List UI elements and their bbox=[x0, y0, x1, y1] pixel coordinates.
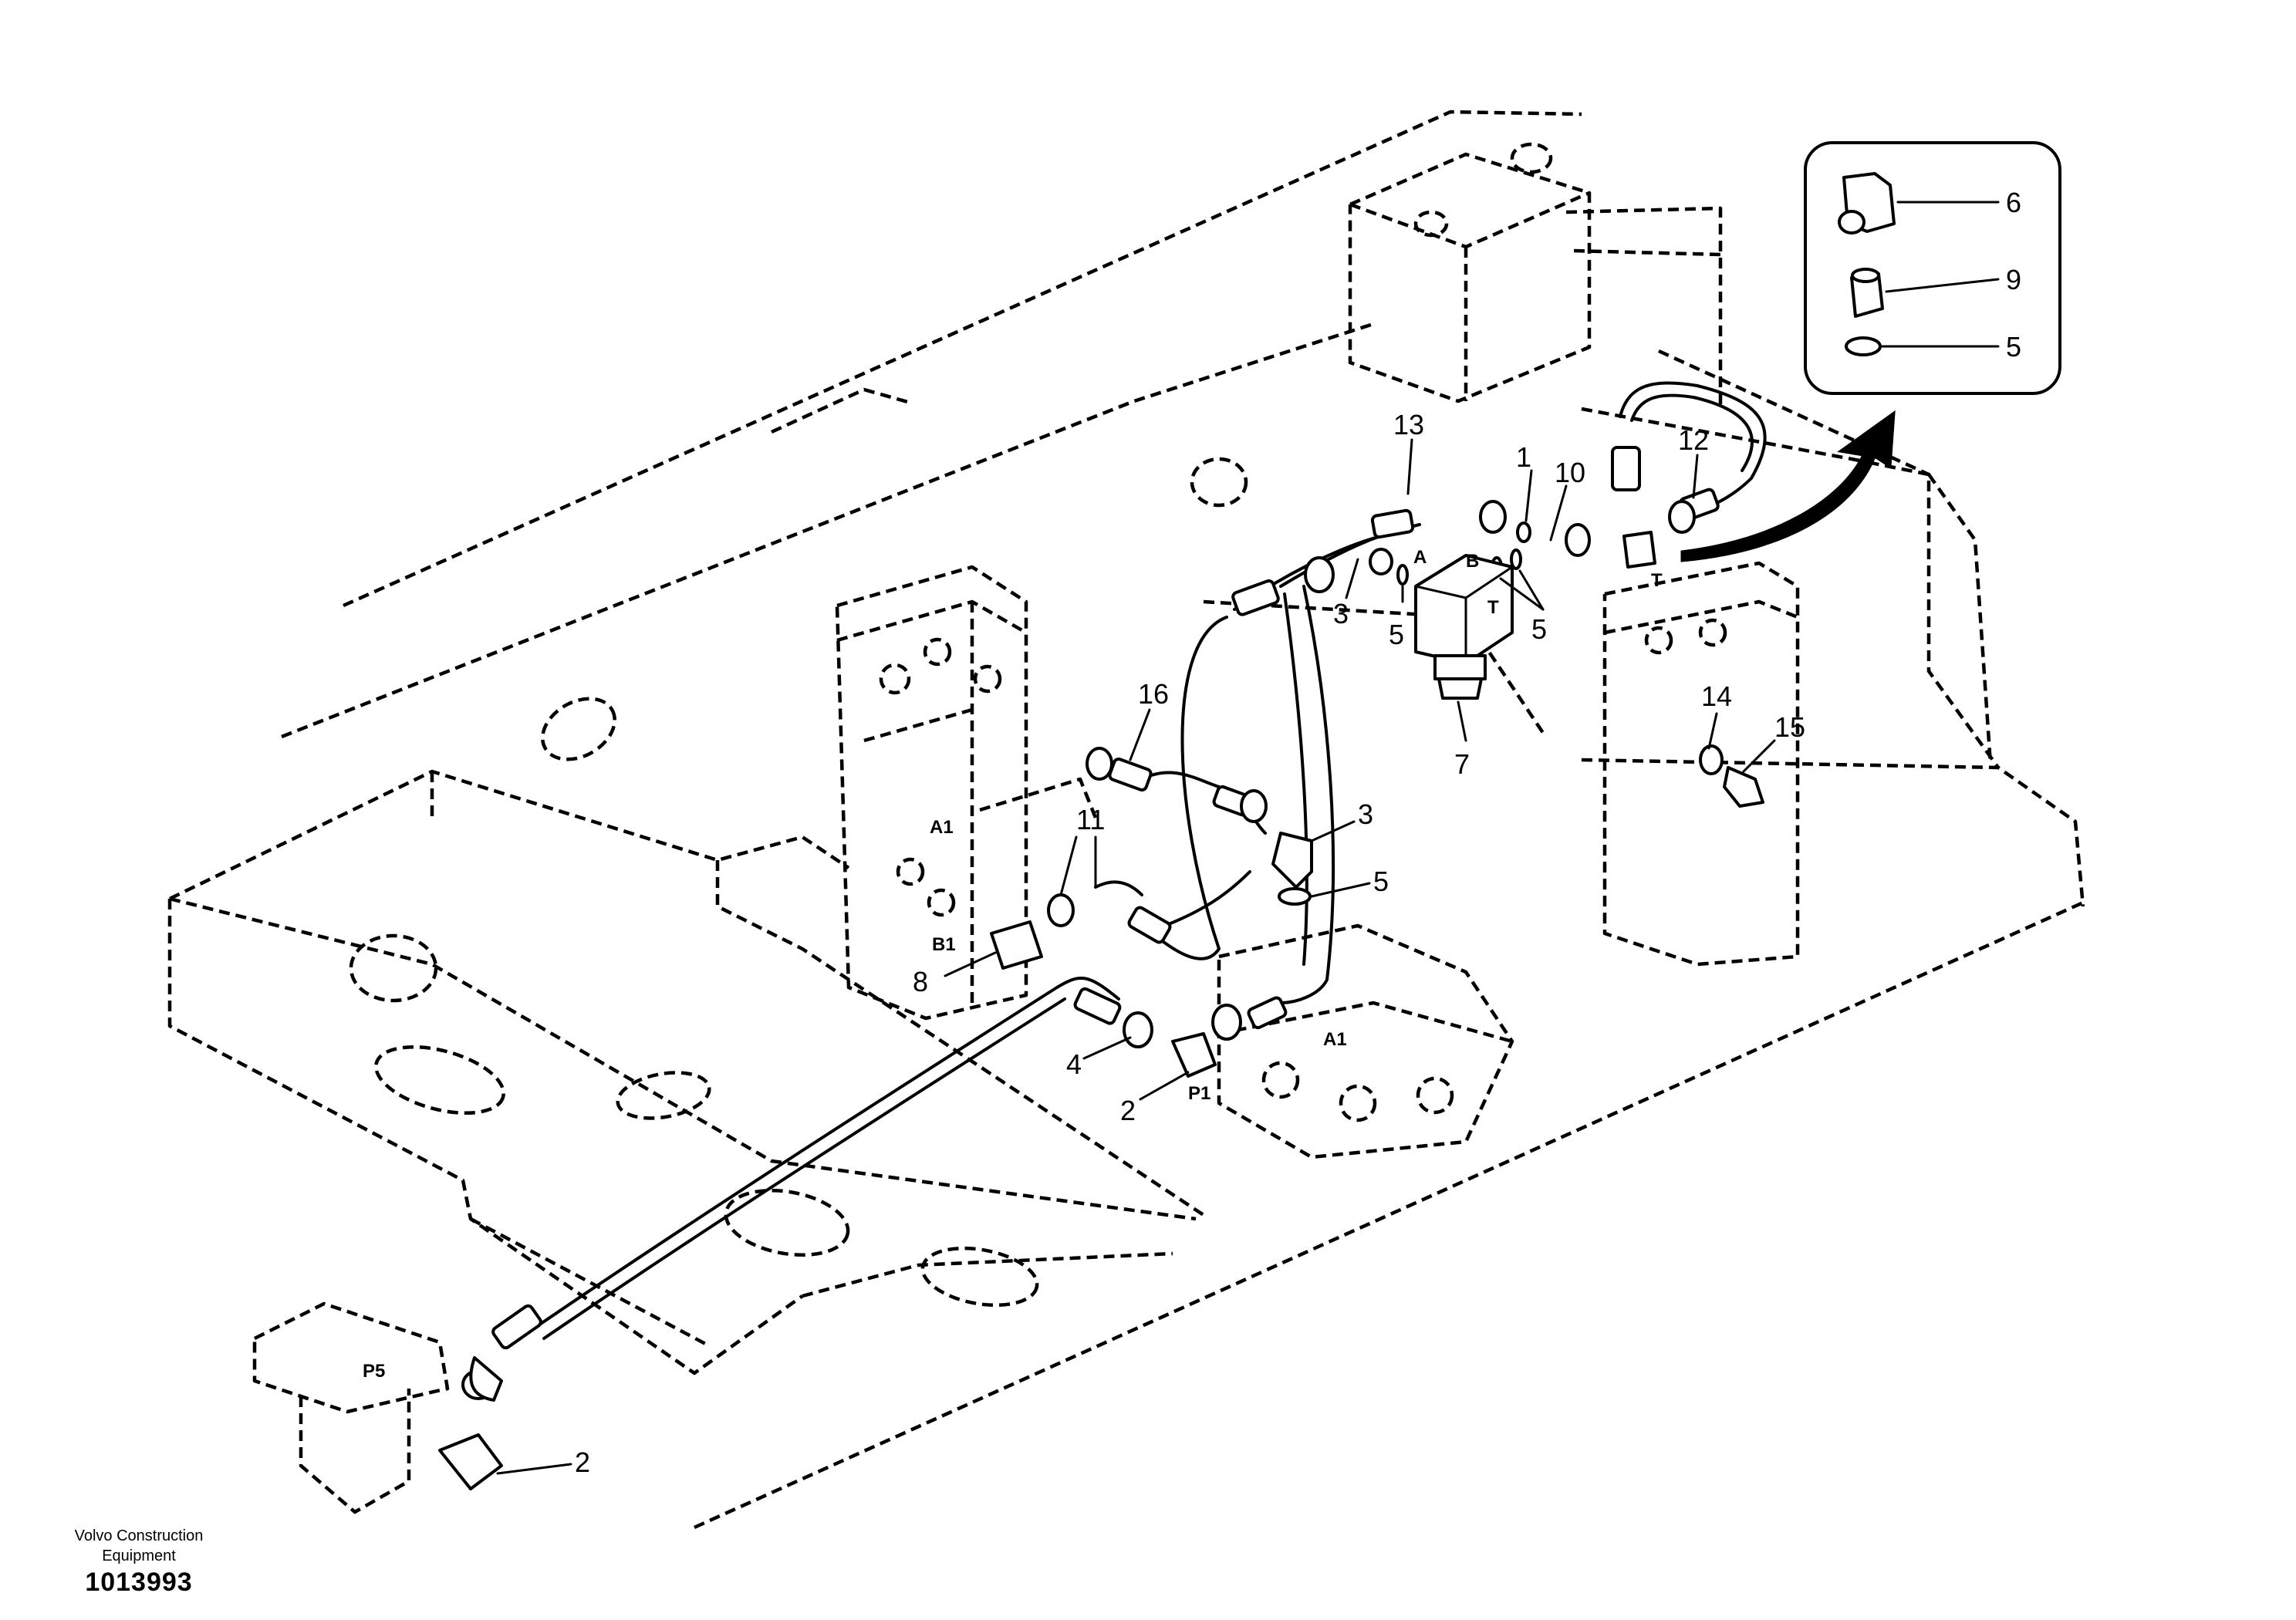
callout-10: 10 bbox=[1555, 457, 1585, 488]
port-label-p5: P5 bbox=[363, 1361, 385, 1382]
manufacturer-line-2: Equipment bbox=[102, 1547, 176, 1564]
manufacturer-line-1: Volvo Construction bbox=[74, 1527, 204, 1544]
callout-leaders bbox=[496, 438, 1776, 1475]
callout-1: 1 bbox=[1516, 441, 1531, 473]
callout-numbers: 6 9 5 13 1 10 12 3 5 5 7 16 3 11 5 8 4 2… bbox=[575, 187, 2021, 1478]
callout-11: 11 bbox=[1076, 804, 1105, 835]
port-label-p1: P1 bbox=[1188, 1083, 1210, 1104]
callout-14: 14 bbox=[1701, 680, 1732, 712]
callout-6: 6 bbox=[2006, 187, 2021, 218]
callout-15: 15 bbox=[1774, 711, 1805, 743]
callout-5-a: 5 bbox=[1389, 619, 1404, 650]
port-labels: A1 B1 P1 A1 P5 A B T T bbox=[363, 547, 1663, 1382]
callout-8: 8 bbox=[913, 966, 928, 997]
callout-7: 7 bbox=[1454, 748, 1470, 780]
callout-16: 16 bbox=[1138, 678, 1169, 710]
callout-2-bottom: 2 bbox=[575, 1446, 590, 1478]
port-label-b: B bbox=[1466, 551, 1479, 572]
callout-3-mid: 3 bbox=[1358, 798, 1373, 830]
fitting-nuts bbox=[461, 500, 1696, 1400]
callout-5-c: 5 bbox=[1373, 866, 1389, 897]
callout-4: 4 bbox=[1066, 1048, 1082, 1080]
detail-arrow bbox=[1680, 410, 1896, 562]
document-number: 1013993 bbox=[85, 1568, 193, 1597]
port-label-t-right: T bbox=[1651, 570, 1663, 591]
machine-frame-outline bbox=[167, 110, 2085, 1530]
port-label-a: A bbox=[1413, 547, 1427, 568]
callout-5-b: 5 bbox=[1531, 613, 1547, 645]
detail-inset bbox=[1804, 141, 2061, 395]
valve-7 bbox=[1414, 554, 1514, 700]
port-label-a1-upper: A1 bbox=[930, 817, 954, 838]
manufacturer-label: Volvo Construction Equipment bbox=[31, 1526, 247, 1566]
port-label-b1: B1 bbox=[932, 934, 956, 955]
hose-assemblies bbox=[438, 381, 1767, 1490]
callout-13: 13 bbox=[1393, 409, 1424, 440]
port-label-a1-lower: A1 bbox=[1323, 1029, 1347, 1050]
callout-5-inset: 5 bbox=[2006, 331, 2021, 363]
callout-2-mid: 2 bbox=[1120, 1095, 1136, 1126]
callout-3-top: 3 bbox=[1333, 598, 1349, 629]
callout-12: 12 bbox=[1678, 424, 1709, 456]
callout-9: 9 bbox=[2006, 264, 2021, 295]
port-label-t-valve: T bbox=[1487, 597, 1499, 618]
